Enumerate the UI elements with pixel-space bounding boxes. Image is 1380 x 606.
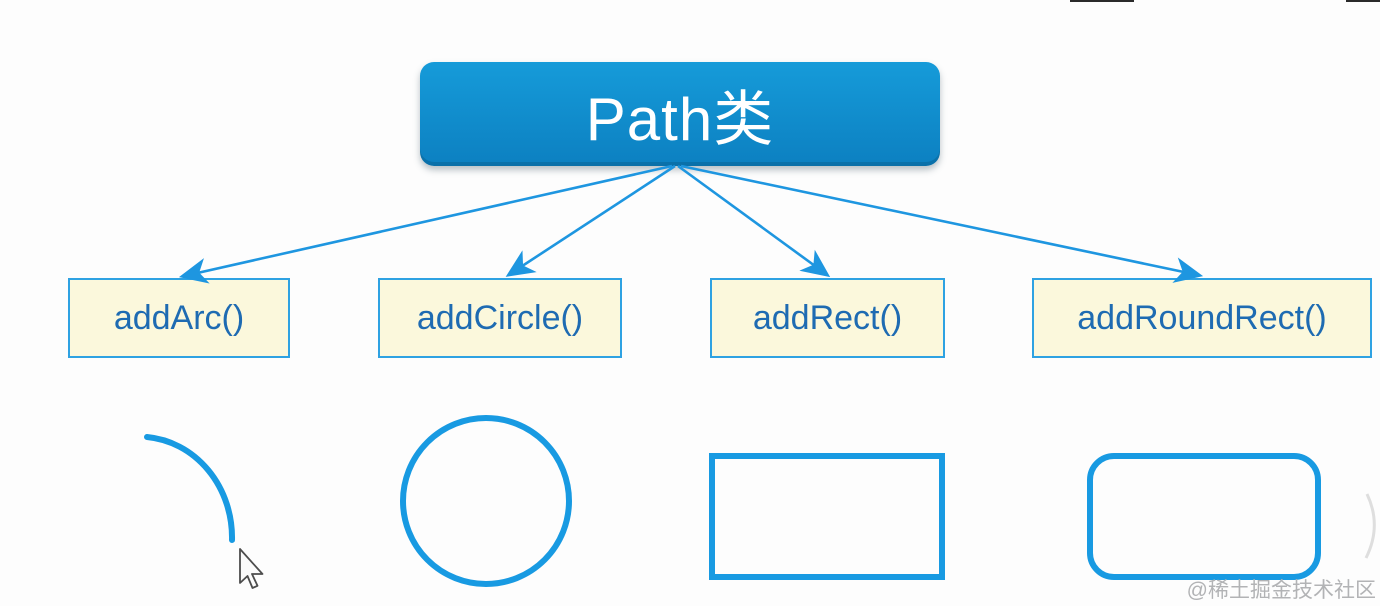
method-node-addarc: addArc(): [68, 278, 290, 358]
mouse-cursor-icon: [239, 548, 264, 589]
root-node-path-class: Path类: [420, 62, 940, 166]
arrow-to-addcircle: [505, 164, 676, 277]
arrow-to-addroundrect: [680, 164, 1204, 283]
circle-example-shape: [400, 415, 572, 587]
top-edge-line-right: [1346, 0, 1380, 2]
method-label: addRect(): [752, 298, 903, 337]
root-node-label: Path类: [585, 85, 775, 153]
method-label: addArc(): [113, 298, 245, 337]
right-edge-partial-shape: [1364, 493, 1376, 559]
method-node-addrect: addRect(): [710, 278, 945, 358]
rectangle-example-shape: [709, 453, 945, 580]
arrow-to-addrect: [677, 164, 831, 278]
method-node-addroundrect: addRoundRect(): [1032, 278, 1372, 358]
rounded-rectangle-example-shape: [1087, 453, 1321, 580]
method-node-addcircle: addCircle(): [378, 278, 622, 358]
watermark-text: @稀土掘金技术社区: [1186, 579, 1376, 602]
arc-example-shape: [144, 434, 236, 543]
arrow-to-addarc: [178, 164, 673, 284]
top-edge-line-left: [1070, 0, 1134, 2]
method-label: addCircle(): [416, 298, 584, 337]
method-label: addRoundRect(): [1077, 298, 1327, 337]
